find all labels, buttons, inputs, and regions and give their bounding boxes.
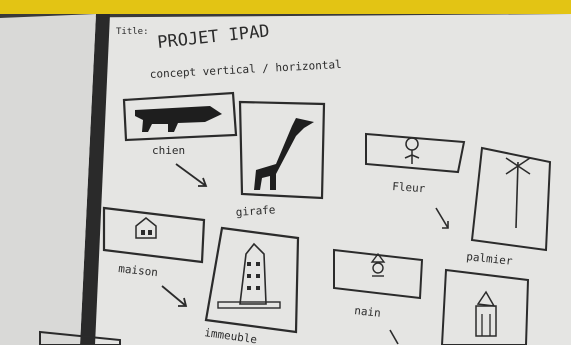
yellow-top-bar (0, 0, 571, 14)
title-prefix: Title: (116, 27, 149, 37)
sketch-photo: Title: PROJET IPAD concept vertical / ho… (0, 14, 571, 345)
label-chien: chien (152, 144, 185, 157)
label-fleur: Fleur (392, 180, 426, 195)
label-girafe: girafe (235, 203, 276, 219)
label-nain: nain (354, 304, 382, 320)
